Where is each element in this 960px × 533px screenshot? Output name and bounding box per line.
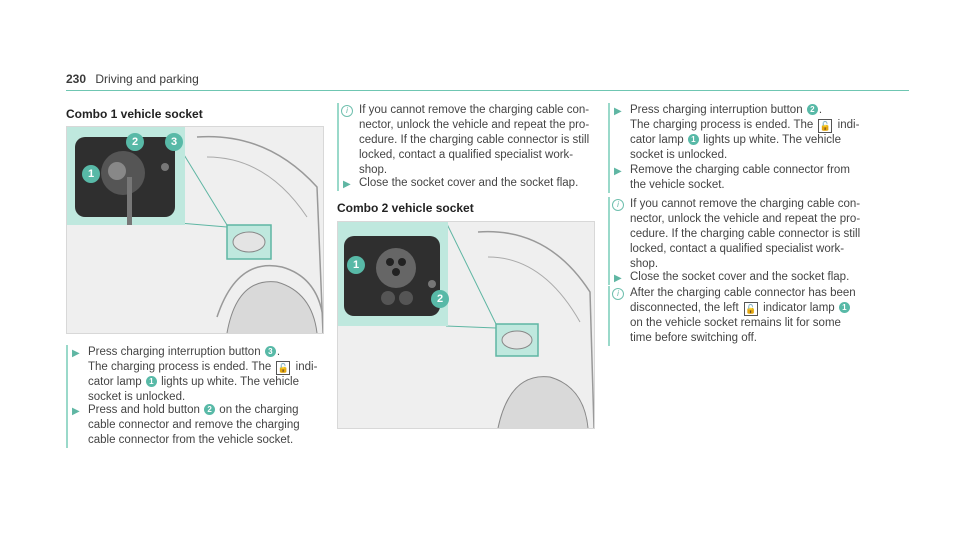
- bullet-icon: ▶: [614, 166, 622, 177]
- callout-1-inline: 1: [838, 302, 850, 313]
- bullet-icon: ▶: [614, 106, 622, 117]
- bullet-icon: ▶: [72, 406, 80, 417]
- right-info-2: i After the charging cable connector has…: [608, 286, 866, 346]
- callout-1-inline: 1: [145, 376, 157, 387]
- lock-icon: 🔓: [818, 119, 833, 133]
- callout-1-inline: 1: [687, 134, 699, 145]
- combo1-heading: Combo 1 vehicle socket: [66, 107, 203, 121]
- info-icon: i: [341, 105, 353, 117]
- combo1-callout-3: 3: [165, 133, 183, 151]
- section-title: Driving and parking: [95, 72, 199, 86]
- lock-icon: 🔓: [743, 302, 758, 316]
- right-step-3: ▶ Close the socket cover and the socket …: [608, 270, 866, 285]
- middle-info: i If you cannot remove the charging cabl…: [337, 103, 595, 178]
- info-icon: i: [612, 199, 624, 211]
- combo1-callout-2: 2: [126, 133, 144, 151]
- combo2-figure: 1 2: [337, 221, 595, 429]
- combo2-callout-1: 1: [347, 256, 365, 274]
- callout-2-inline: 2: [806, 104, 818, 115]
- right-info-1: i If you cannot remove the charging cabl…: [608, 197, 866, 272]
- combo1-step-1: ▶ Press charging interruption button 3. …: [66, 345, 324, 405]
- lock-icon: 🔓: [276, 361, 291, 375]
- page-header: 230 Driving and parking: [66, 72, 199, 86]
- bullet-icon: ▶: [614, 273, 622, 284]
- middle-step: ▶ Close the socket cover and the socket …: [337, 176, 595, 191]
- combo2-callout-2: 2: [431, 290, 449, 308]
- callout-3-inline: 3: [264, 346, 276, 357]
- combo1-step-2: ▶ Press and hold button 2 on the chargin…: [66, 403, 324, 448]
- right-step-1: ▶ Press charging interruption button 2. …: [608, 103, 866, 163]
- page-number: 230: [66, 72, 87, 86]
- info-icon: i: [612, 288, 624, 300]
- bullet-icon: ▶: [343, 179, 351, 190]
- bullet-icon: ▶: [72, 348, 80, 359]
- combo1-callout-1: 1: [82, 165, 100, 183]
- combo1-figure: 1 2 3: [66, 126, 324, 334]
- combo2-heading: Combo 2 vehicle socket: [337, 201, 474, 215]
- right-step-2: ▶ Remove the charging cable connector fr…: [608, 163, 866, 193]
- header-rule: [66, 90, 909, 91]
- callout-2-inline: 2: [204, 404, 216, 415]
